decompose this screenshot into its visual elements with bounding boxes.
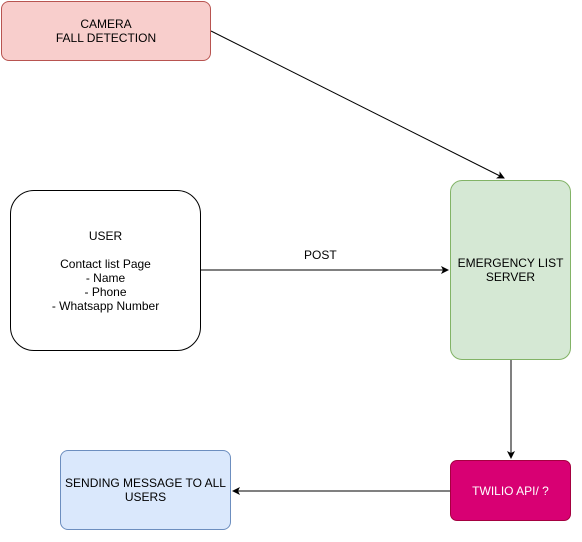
user-contact-list-node[interactable]: USER Contact list Page - Name - Phone - …: [10, 190, 201, 351]
edge-camera-to-server[interactable]: [210, 30, 505, 179]
twilio-node-label: TWILIO API/ ?: [472, 483, 549, 498]
post-edge-label: POST: [304, 248, 337, 262]
emergency-list-server-node[interactable]: EMERGENCY LIST SERVER: [450, 180, 571, 360]
user-node-label: USER Contact list Page - Name - Phone - …: [51, 228, 160, 313]
sending-node-label: SENDING MESSAGE TO ALL USERS: [65, 476, 226, 504]
camera-node-label: CAMERA FALL DETECTION: [55, 17, 157, 45]
sending-message-node[interactable]: SENDING MESSAGE TO ALL USERS: [60, 450, 231, 530]
twilio-api-node[interactable]: TWILIO API/ ?: [450, 460, 571, 521]
camera-fall-detection-node[interactable]: CAMERA FALL DETECTION: [1, 1, 211, 61]
server-node-label: EMERGENCY LIST SERVER: [457, 256, 564, 284]
